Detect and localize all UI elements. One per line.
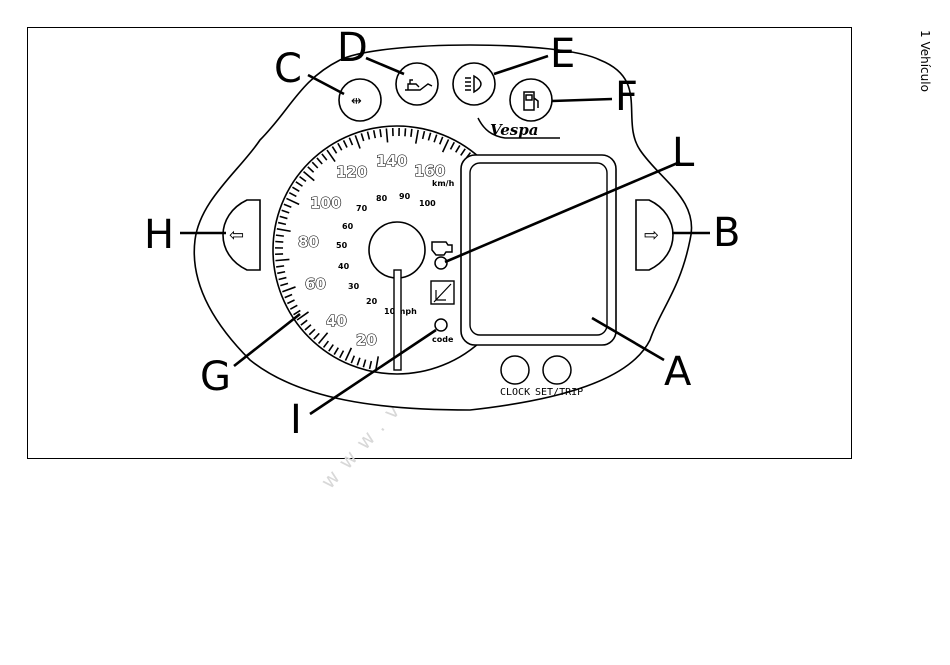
left-arrow-icon: ⇦ <box>229 225 244 246</box>
kmh-unit: km/h <box>432 179 455 188</box>
callout-f: F <box>615 74 638 120</box>
kmh-label-40: 40 <box>326 312 347 330</box>
kmh-label-80: 80 <box>298 233 319 251</box>
speedometer-tick <box>276 266 284 267</box>
clock-button-label: CLOCK <box>500 387 530 398</box>
clock-button[interactable]: CLOCK <box>500 356 530 398</box>
kmh-label-140: 140 <box>376 152 407 170</box>
brand-logo-text: Vespa <box>490 121 538 139</box>
callout-a: A <box>664 349 692 395</box>
callout-i: I <box>290 397 302 443</box>
speedometer-tick <box>380 129 381 137</box>
lamp-e <box>453 63 495 105</box>
callout-b: B <box>713 210 740 256</box>
mph-label-90: 90 <box>399 192 411 201</box>
callout-e: E <box>550 31 575 77</box>
lamp-c: ⇹ <box>339 79 381 121</box>
callout-l: L <box>672 130 695 176</box>
mph-label-50: 50 <box>336 241 348 250</box>
speedometer-tick <box>275 241 283 242</box>
kmh-label-20: 20 <box>356 331 377 349</box>
kmh-label-60: 60 <box>305 275 326 293</box>
immobilizer-icon <box>431 281 454 304</box>
mph-label-40: 40 <box>338 262 350 271</box>
mph-label-80: 80 <box>376 194 388 203</box>
engine-warning-lamp <box>435 257 447 269</box>
kmh-label-100: 100 <box>310 194 341 212</box>
lcd-display <box>461 155 616 345</box>
kmh-label-120: 120 <box>336 163 367 181</box>
callout-h: H <box>144 212 174 258</box>
code-warning-lamp <box>435 319 447 331</box>
lamp-f <box>510 79 552 121</box>
lamp-d <box>396 63 438 105</box>
callout-d: D <box>337 25 368 71</box>
speedometer-tick <box>276 235 284 236</box>
right-arrow-icon: ⇨ <box>644 225 659 246</box>
callout-g: G <box>200 354 231 400</box>
speedometer-tick <box>405 128 406 136</box>
mph-label-100: 100 <box>419 199 436 208</box>
mph-label-20: 20 <box>366 297 378 306</box>
speedometer-tick <box>411 129 412 137</box>
code-label: code <box>432 335 454 344</box>
mph-label-60: 60 <box>342 222 354 231</box>
set-trip-button-label: SET/TRIP <box>535 387 583 398</box>
kmh-label-160: 160 <box>414 162 445 180</box>
mph-label-70: 70 <box>356 204 368 213</box>
callout-c: C <box>274 46 302 92</box>
sidelight-icon: ⇹ <box>351 94 362 109</box>
mph-label-30: 30 <box>348 282 360 291</box>
